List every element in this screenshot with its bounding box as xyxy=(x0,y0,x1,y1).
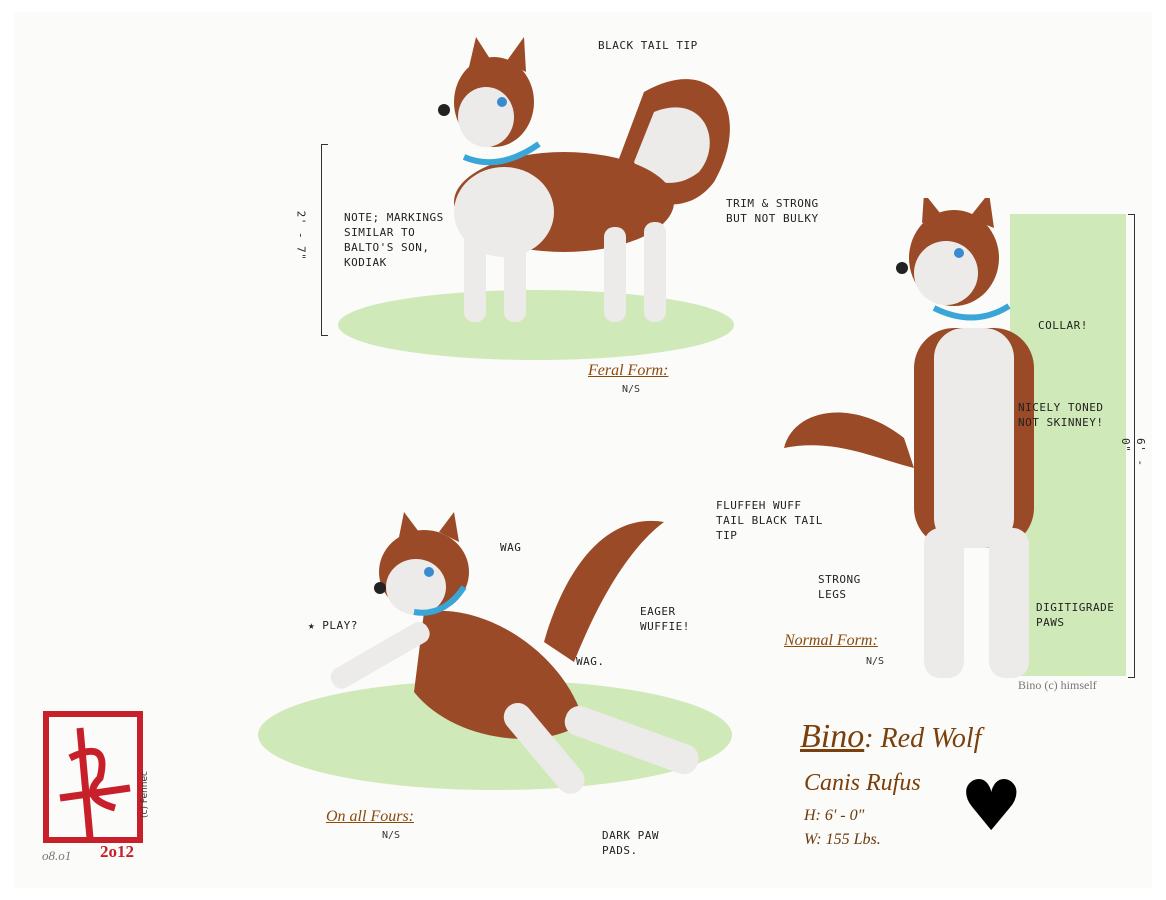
feral-height: 2' - 7" xyxy=(294,210,308,261)
character-credit: Bino (c) himself xyxy=(1018,678,1097,692)
feral-wolf-figure xyxy=(438,37,730,322)
normal-ns: N/S xyxy=(866,656,885,667)
heart-icon: ♥ xyxy=(960,765,1023,847)
tail-tip-note: Black tail tip xyxy=(598,39,698,52)
normal-height-bracket xyxy=(1128,214,1135,678)
artist-copyright: (c) Fennec xyxy=(140,771,150,818)
latin-name: Canis Rufus xyxy=(804,770,921,796)
height-stat: H: 6' - 0" xyxy=(804,807,865,824)
drawing-date: o8.o1 xyxy=(42,848,72,863)
wag-note-2: Wag. xyxy=(576,655,605,668)
drawing-year: 2o12 xyxy=(100,842,134,861)
weight-stat: W: 155 Lbs. xyxy=(804,831,881,848)
normal-wolf-figure xyxy=(784,198,1034,678)
fours-ns: N/S xyxy=(382,830,401,841)
eager-note: Eager wuffie! xyxy=(640,605,690,633)
build-note: Trim & strong but not bulky xyxy=(726,197,819,225)
toned-note: Nicely toned not skinney! xyxy=(1018,401,1104,429)
feral-ns: N/S xyxy=(622,384,641,395)
normal-height: 6' - 0" xyxy=(1119,438,1147,467)
feral-height-bracket xyxy=(321,144,328,336)
fours-wolf-figure xyxy=(330,512,699,794)
character-species: : Red Wolf xyxy=(864,723,982,754)
normal-caption: Normal Form: xyxy=(784,632,878,649)
paw-pads-note: Dark paw pads. xyxy=(602,829,659,857)
play-note: ★ Play? xyxy=(308,619,358,632)
character-name-line: Bino: Red Wolf xyxy=(800,718,981,756)
artist-stamp-icon xyxy=(43,711,143,843)
paws-note: Digitigrade paws xyxy=(1036,601,1115,629)
character-name: Bino xyxy=(800,718,865,755)
collar-note: Collar! xyxy=(1038,319,1088,332)
reference-sheet: Black tail tip Trim & strong but not bul… xyxy=(14,12,1152,888)
markings-note: Note; markings similar to Balto's son, K… xyxy=(344,211,444,269)
wag-note-1: Wag xyxy=(500,541,522,554)
feral-ground xyxy=(338,290,734,360)
fours-caption: On all Fours: xyxy=(326,808,414,825)
stats-block: H: 6' - 0" W: 155 Lbs. xyxy=(804,804,881,852)
tail-note: Fluffeh wuff tail black tail tip xyxy=(716,499,823,542)
legs-note: Strong legs xyxy=(818,573,861,601)
feral-caption: Feral Form: xyxy=(588,362,669,379)
